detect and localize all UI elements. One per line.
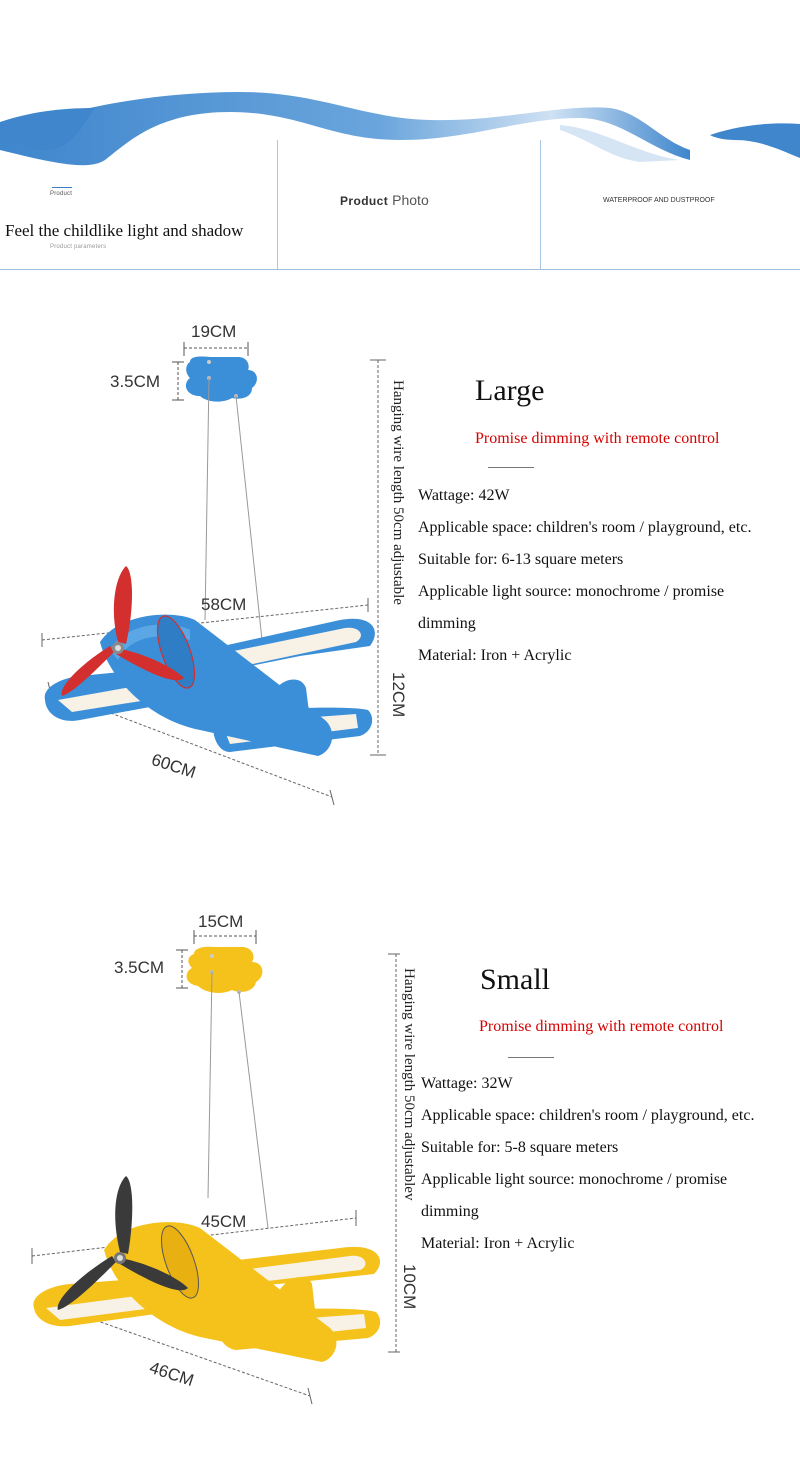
header-waterproof-label: WATERPROOF AND DUSTPROOF xyxy=(603,197,715,204)
large-spec-line: Wattage: 42W xyxy=(418,487,510,504)
small-wingspan: 45CM xyxy=(201,1212,247,1231)
large-base-height: 3.5CM xyxy=(110,372,161,391)
small-spec-line: Material: Iron + Acrylic xyxy=(421,1235,575,1252)
small-airplane-illustration xyxy=(31,930,400,1405)
large-wingspan: 58CM xyxy=(201,595,247,614)
small-hanging-wire: Hanging wire length 50cm adjustablev xyxy=(401,968,417,1201)
header-subtitle: Product parameters xyxy=(50,244,107,250)
header-product-tag: Product xyxy=(50,191,73,197)
header-banner: Product Feel the childlike light and sha… xyxy=(0,0,800,272)
large-spec-line: Applicable space: children's room / play… xyxy=(418,519,752,536)
large-base-width: 19CM xyxy=(191,322,237,341)
small-spec-line: Applicable space: children's room / play… xyxy=(421,1107,755,1124)
small-base-height: 3.5CM xyxy=(114,958,165,977)
large-spec-line: Material: Iron + Acrylic xyxy=(418,647,572,664)
small-title: Small xyxy=(480,963,551,996)
small-promise: Promise dimming with remote control xyxy=(479,1018,724,1035)
small-height: 10CM xyxy=(400,1264,419,1310)
large-spec-line: Applicable light source: monochrome / pr… xyxy=(418,583,725,600)
large-product-section: 19CM 3.5CM 58CM 60CM Hanging wire length… xyxy=(0,300,800,820)
small-spec-line: dimming xyxy=(421,1203,479,1220)
large-title-rule xyxy=(488,467,534,468)
sky-wave-graphic xyxy=(0,92,800,166)
small-title-rule xyxy=(508,1057,554,1058)
large-spec-line: Suitable for: 6-13 square meters xyxy=(418,551,624,568)
large-airplane-illustration xyxy=(41,342,386,806)
small-specs: Wattage: 32W Applicable space: children'… xyxy=(421,1068,754,1260)
small-spec-line: Applicable light source: monochrome / pr… xyxy=(421,1171,728,1188)
large-specs: Wattage: 42W Applicable space: children'… xyxy=(418,480,751,672)
large-spec-line: dimming xyxy=(418,615,476,632)
large-hanging-wire: Hanging wire length 50cm adjustable xyxy=(390,380,406,605)
large-title: Large xyxy=(475,374,545,407)
header-slogan: Feel the childlike light and shadow xyxy=(5,221,244,240)
header-photo-bold: Product xyxy=(340,194,389,208)
small-base-width: 15CM xyxy=(198,912,244,931)
header-photo-light: Photo xyxy=(392,192,429,208)
large-promise: Promise dimming with remote control xyxy=(475,430,720,447)
small-spec-line: Wattage: 32W xyxy=(421,1075,513,1092)
large-height: 12CM xyxy=(389,672,408,718)
small-spec-line: Suitable for: 5-8 square meters xyxy=(421,1139,619,1156)
small-product-section: 15CM 3.5CM 45CM 46CM Hanging wire length… xyxy=(0,888,800,1408)
